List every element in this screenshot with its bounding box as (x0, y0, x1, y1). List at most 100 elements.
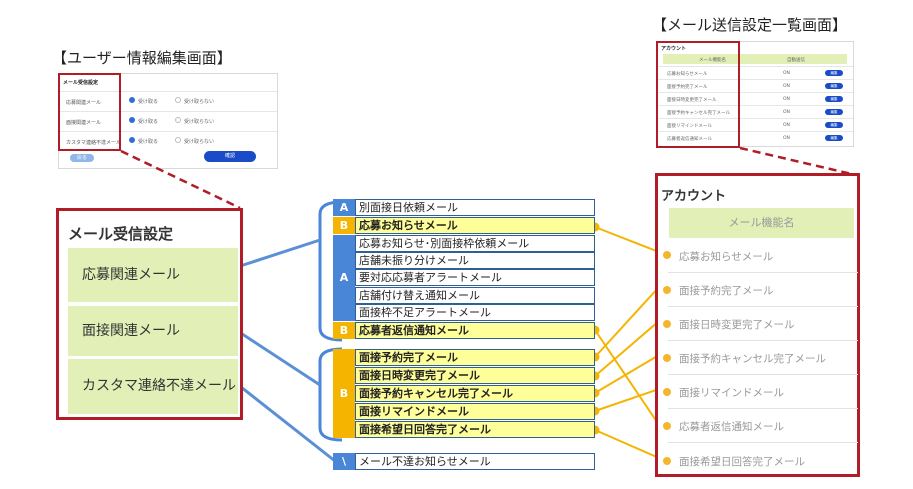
link-o3 (594, 286, 660, 358)
mini-row-label: 面接関連メール (66, 120, 102, 126)
radio-off-label: 受け取らない (184, 119, 215, 125)
edit-button[interactable]: 編集 (825, 109, 843, 115)
radio-off-icon[interactable] (175, 137, 181, 143)
mini-list-name: 面接リマインドメール (667, 124, 712, 129)
divider (668, 306, 858, 307)
divider (668, 340, 858, 341)
mini-list-status: ON (783, 71, 790, 76)
bracket-applicant (318, 200, 343, 342)
account-item[interactable]: 面接希望日回答完了メール (679, 456, 805, 468)
mini-list-status: ON (783, 110, 790, 115)
account-item[interactable]: 応募者返信通知メール (679, 421, 784, 433)
mail-row: 店舗付け替え通知メール (355, 287, 595, 304)
mail-row: 面接リマインドメール (355, 403, 595, 420)
mail-row: 店舗未振り分けメール (355, 252, 595, 269)
radio-on-icon[interactable] (129, 117, 135, 123)
mail-row: 要対応応募者アラートメール (355, 269, 595, 286)
link-customer (231, 378, 336, 463)
mini-list-name: 面接日時変更完了メール (667, 98, 717, 103)
mini-list-highlight-box (656, 41, 740, 148)
link-applicant (233, 238, 321, 270)
dot-account (663, 354, 671, 362)
setting-item-applicant[interactable]: 応募関連メール (68, 248, 238, 302)
radio-on-label: 受け取る (138, 119, 159, 125)
tag-b: B (333, 217, 355, 234)
mini-col-auto: 自動送信 (787, 58, 805, 63)
mini-list-status: ON (783, 97, 790, 102)
tag-b: B (333, 349, 355, 438)
mini-list-row: 面接予約キャンセル完了メール ON 編集 (657, 105, 853, 119)
divider (668, 408, 858, 409)
mini-list-name: 応募者返信通知メール (667, 137, 712, 142)
mini-highlight-box (58, 73, 121, 151)
radio-off-label: 受け取らない (184, 99, 215, 105)
mini-row: カスタマ連絡不達メール 受け取る 受け取らない (59, 131, 277, 152)
mail-row: 面接予約完了メール (355, 349, 595, 366)
dot-account (663, 422, 671, 430)
mini-list-name: 面接予約完了メール (667, 85, 708, 90)
bracket-interview (318, 347, 343, 442)
link-o6 (594, 388, 660, 412)
tag-c: \ (333, 453, 355, 470)
link-o4 (594, 320, 660, 377)
mini-list-name: 面接予約キャンセル完了メール (667, 111, 730, 116)
edit-button[interactable]: 編集 (825, 83, 843, 89)
link-o1 (594, 226, 660, 253)
mail-row: 面接予約キャンセル完了メール (355, 385, 595, 402)
account-item[interactable]: 面接予約完了メール (679, 285, 774, 297)
mini-row-label: 応募関連メール (66, 100, 102, 106)
link-o5 (594, 354, 660, 394)
mail-row: 応募お知らせメール (355, 217, 595, 234)
mini-list-row: 応募お知らせメール ON 編集 (657, 66, 853, 80)
zoom-dash-left (120, 149, 241, 210)
dot-account (663, 388, 671, 396)
confirm-button[interactable]: 確認 (204, 151, 256, 162)
user-edit-heading: 【ユーザー情報編集画面】 (52, 49, 232, 67)
link-o2 (594, 329, 660, 426)
dot-account (663, 286, 671, 294)
mini-col-name: メール機能名 (699, 58, 726, 63)
divider (668, 442, 858, 443)
radio-on-label: 受け取る (138, 139, 159, 145)
zoom-dash-right (739, 146, 857, 177)
zoom-list-title: アカウント (661, 189, 727, 204)
radio-off-icon[interactable] (175, 97, 181, 103)
radio-off-icon[interactable] (175, 117, 181, 123)
mail-row: 別面接日依頼メール (355, 199, 595, 216)
account-list-zoom: アカウント メール機能名 応募お知らせメール 面接予約完了メール 面接日時変更完… (655, 173, 860, 477)
edit-button[interactable]: 編集 (825, 96, 843, 102)
setting-item-customer[interactable]: カスタマ連絡不達メール (68, 359, 238, 414)
divider (668, 374, 858, 375)
mini-list-row: 面接日時変更完了メール ON 編集 (657, 92, 853, 106)
dot-account (663, 457, 671, 465)
account-item[interactable]: 面接日時変更完了メール (679, 319, 795, 331)
mini-list-status: ON (783, 136, 790, 141)
account-item[interactable]: 面接リマインドメール (679, 387, 784, 399)
tag-b: B (333, 322, 355, 339)
mail-row: 面接枠不足アラートメール (355, 304, 595, 321)
back-button[interactable]: 戻る (70, 154, 94, 162)
mini-list-title: アカウント (661, 46, 687, 52)
mini-list-status: ON (783, 84, 790, 89)
setting-item-interview[interactable]: 面接関連メール (68, 306, 238, 356)
tag-a: A (333, 235, 355, 321)
account-item[interactable]: 応募お知らせメール (679, 251, 774, 263)
divider (668, 272, 858, 273)
edit-button[interactable]: 編集 (825, 135, 843, 141)
radio-on-icon[interactable] (129, 97, 135, 103)
radio-on-icon[interactable] (129, 137, 135, 143)
user-edit-thumbnail: メール受信設定 応募関連メール 受け取る 受け取らない 面接関連メール 受け取る… (58, 73, 278, 169)
edit-button[interactable]: 編集 (825, 70, 843, 76)
mail-row: メール不達お知らせメール (355, 453, 595, 470)
mini-list-row: 応募者返信通知メール ON 編集 (657, 131, 853, 145)
zoom-user-title: メール受信設定 (68, 225, 174, 243)
mini-list-name: 応募お知らせメール (667, 72, 708, 77)
zoom-list-header: メール機能名 (669, 208, 854, 238)
edit-button[interactable]: 編集 (825, 122, 843, 128)
account-item[interactable]: 面接予約キャンセル完了メール (679, 353, 826, 365)
mail-row: 応募お知らせ･別面接枠依頼メール (355, 235, 595, 252)
mini-list-header: メール機能名 自動送信 (663, 54, 847, 64)
tag-a: A (333, 199, 355, 216)
mini-row: 面接関連メール 受け取る 受け取らない (59, 111, 277, 132)
